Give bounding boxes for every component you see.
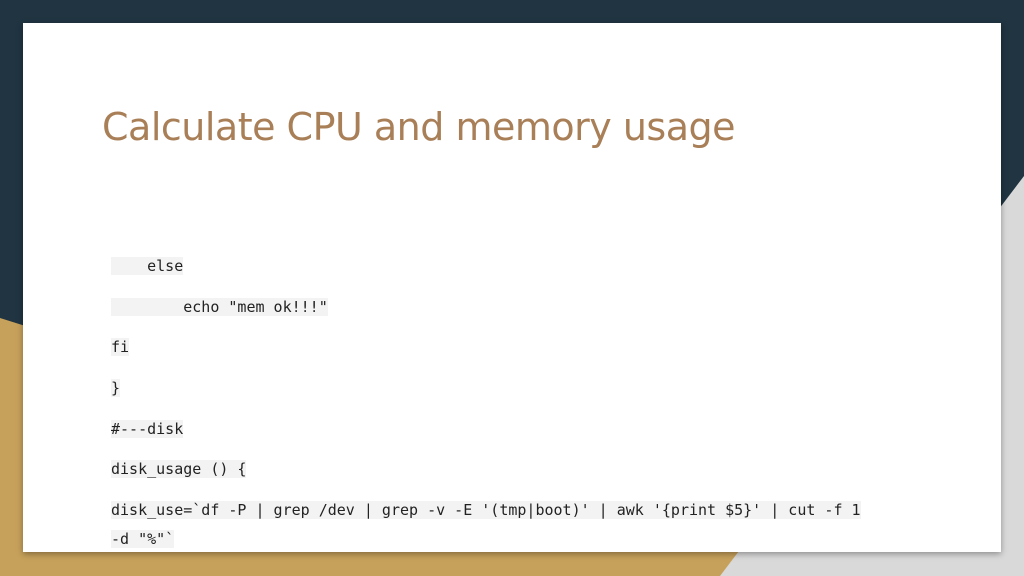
slide-title: Calculate CPU and memory usage xyxy=(102,105,736,149)
code-line-else: else xyxy=(111,257,184,275)
code-line-disk-function: disk_usage () { xyxy=(111,460,247,478)
code-line-disk-comment: #---disk xyxy=(111,420,184,438)
code-line-disk-use-cont: -d "%"` xyxy=(111,530,175,548)
code-line-close-brace: } xyxy=(111,379,121,397)
code-line-disk-use: disk_use=`df -P | grep /dev | grep -v -E… xyxy=(111,501,861,519)
code-line-echo: echo "mem ok!!!" xyxy=(111,298,328,316)
slide: Calculate CPU and memory usage else echo… xyxy=(23,23,1001,552)
code-line-fi: fi xyxy=(111,338,130,356)
